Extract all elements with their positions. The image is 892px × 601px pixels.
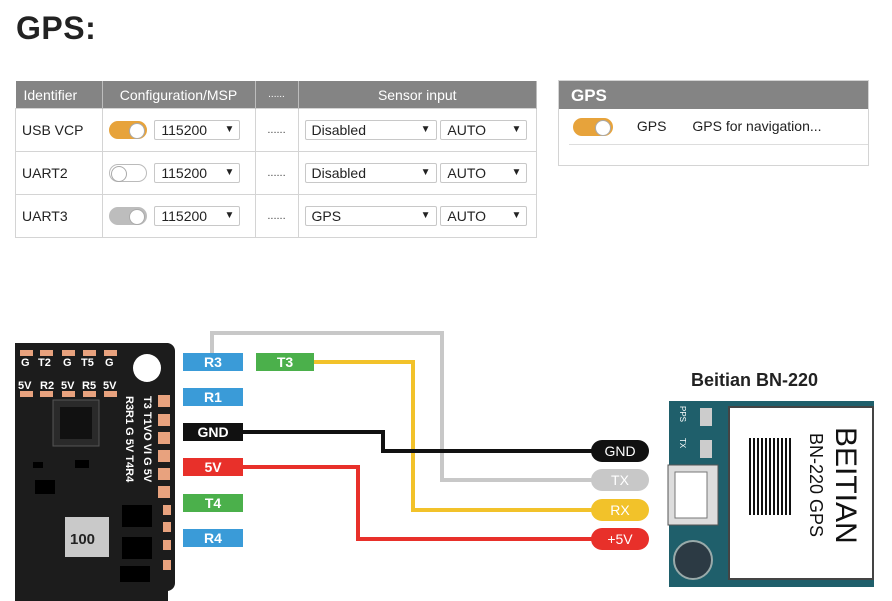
sensor-select[interactable]: GPS▼ (304, 206, 437, 226)
pad-label-5v: 5V (103, 380, 117, 392)
mounting-hole (133, 354, 161, 382)
gps-feature-toggle[interactable] (573, 118, 613, 137)
header-dots: ...... (255, 81, 299, 109)
mcu-chip-core (60, 407, 92, 439)
wire-black (240, 430, 600, 453)
table-row: UART2 115200▼ ...... Disabled▼ AUTO▼ (15, 151, 537, 195)
wire-grey (210, 331, 600, 482)
pad-label-t2: T2 (38, 357, 51, 369)
gps-feature-desc: GPS for navigation... (692, 118, 822, 134)
module-model: BN-220 GPS (806, 433, 826, 537)
module-title: Beitian BN-220 (691, 370, 819, 390)
top-pads (20, 350, 117, 356)
port-identifier: USB VCP (15, 108, 103, 152)
pad-label-5v: 5V (61, 380, 75, 392)
backup-battery (673, 540, 713, 580)
fc-label-r4: R4 (183, 529, 243, 547)
components (33, 460, 152, 582)
port-identifier: UART3 (15, 194, 103, 238)
gps-pin-gnd: GND (591, 440, 649, 462)
pad-label-t5: T5 (81, 357, 94, 369)
baud-select[interactable]: 115200▼ (154, 163, 241, 183)
gps-panel: GPS GPS GPS for navigation... (558, 80, 869, 166)
dots: ...... (254, 194, 299, 238)
fc-label-r3: R3 (183, 353, 243, 371)
led-tx (700, 440, 712, 458)
header-identifier: Identifier (15, 81, 103, 109)
gps-pin-tx: TX (591, 469, 649, 491)
msp-toggle[interactable] (108, 207, 147, 225)
page-title: GPS: (16, 10, 97, 46)
gps-panel-title: GPS (559, 81, 868, 109)
fc-label-gnd: GND (183, 423, 243, 441)
motor-pads (163, 505, 171, 570)
led-label-tx: TX (678, 438, 687, 449)
header-sensor-input: Sensor input (298, 81, 537, 109)
port-identifier: UART2 (15, 151, 103, 195)
pad-label-5v: 5V (18, 380, 32, 392)
fc-label-5v: 5V (183, 458, 243, 476)
sensor-select[interactable]: Disabled▼ (304, 120, 437, 140)
wire-yellow (313, 360, 600, 512)
side-pad-labels-a: R3R1 G 5V T4R4 (123, 396, 135, 483)
mems-chip (65, 517, 109, 557)
chip-label: 100 (70, 531, 95, 548)
pad-label-r5: R5 (82, 380, 96, 392)
pad-label-r2: R2 (40, 380, 54, 392)
ports-table: Identifier Configuration/MSP ...... Sens… (15, 81, 537, 238)
gps-pin-rx: RX (591, 499, 649, 521)
table-row: USB VCP 115200▼ ...... Disabled▼ AUTO▼ (15, 108, 537, 152)
msp-toggle[interactable] (108, 121, 147, 139)
led-pps (700, 408, 712, 426)
fc-label-t4: T4 (183, 494, 243, 512)
gps-feature-name: GPS (636, 118, 667, 134)
dots: ...... (254, 108, 299, 152)
sensor-select[interactable]: Disabled▼ (304, 163, 437, 183)
module-brand: BEITIAN (829, 427, 862, 544)
sensor-baud-select[interactable]: AUTO▼ (440, 206, 528, 226)
side-pads (158, 395, 170, 498)
sensor-baud-select[interactable]: AUTO▼ (440, 120, 528, 140)
header-configuration: Configuration/MSP (102, 81, 256, 109)
pad-label-g: G (63, 357, 72, 369)
antenna-barcode (749, 438, 791, 515)
wire-red (240, 465, 600, 541)
fc-label-r1: R1 (183, 388, 243, 406)
sensor-baud-select[interactable]: AUTO▼ (440, 163, 528, 183)
fc-label-t3: T3 (256, 353, 314, 371)
bottom-pads (20, 391, 117, 397)
side-pad-labels-b: T3 T1VO VI G 5V (141, 396, 153, 483)
baud-select[interactable]: 115200▼ (154, 120, 241, 140)
table-row: UART3 115200▼ ...... GPS▼ AUTO▼ (15, 194, 537, 238)
gps-connector-socket (674, 471, 708, 519)
baud-select[interactable]: 115200▼ (154, 206, 241, 226)
gps-pin-5v: +5V (591, 528, 649, 550)
pad-label-g: G (21, 357, 30, 369)
led-label-pps: PPS (678, 406, 687, 422)
pad-label-g: G (105, 357, 114, 369)
msp-toggle[interactable] (108, 164, 147, 182)
